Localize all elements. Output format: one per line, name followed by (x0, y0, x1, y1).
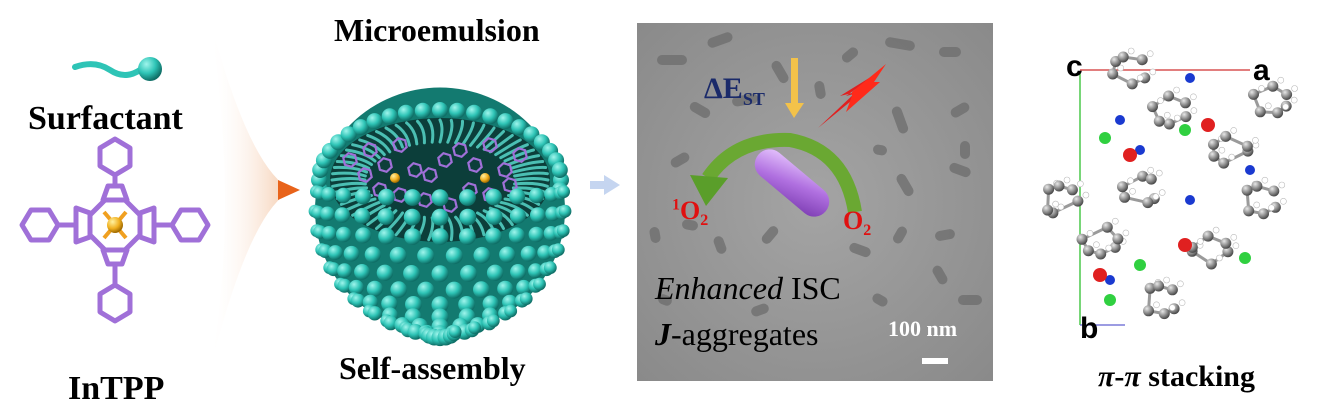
scale-bar-label: 100 nm (888, 316, 958, 341)
axis-b-label: b (1080, 312, 1099, 345)
microemulsion-label: Microemulsion (334, 12, 540, 48)
merge-arrow (210, 20, 300, 370)
j-aggregates-label: J-aggregates (655, 316, 819, 352)
j-aggregate-rod-icon (754, 149, 830, 217)
microemulsion-sphere-icon (308, 87, 572, 347)
pi-pi-stacking-label: π-π stacking (1098, 360, 1255, 393)
crystal-structure-icon (1042, 47, 1298, 326)
delta-est-label: ΔEST (704, 72, 765, 109)
surfactant-label: Surfactant (28, 100, 183, 137)
intpp-label: InTPP (68, 370, 165, 407)
flow-arrow (590, 175, 620, 195)
enhanced-isc-label: Enhanced ISC (655, 270, 841, 306)
surfactant-icon (72, 57, 162, 81)
lightning-icon (818, 64, 886, 128)
triplet-oxygen-label: O2 (843, 206, 872, 240)
intpp-molecule-icon (19, 136, 211, 324)
self-assembly-label: Self-assembly (339, 350, 526, 386)
scale-bar (922, 358, 948, 364)
energy-gap-arrow (785, 58, 804, 118)
axis-a-label: a (1253, 54, 1270, 87)
isc-curved-arrow (690, 132, 862, 214)
singlet-oxygen-label: 1O2 (672, 196, 709, 230)
axis-c-label: c (1066, 50, 1083, 83)
